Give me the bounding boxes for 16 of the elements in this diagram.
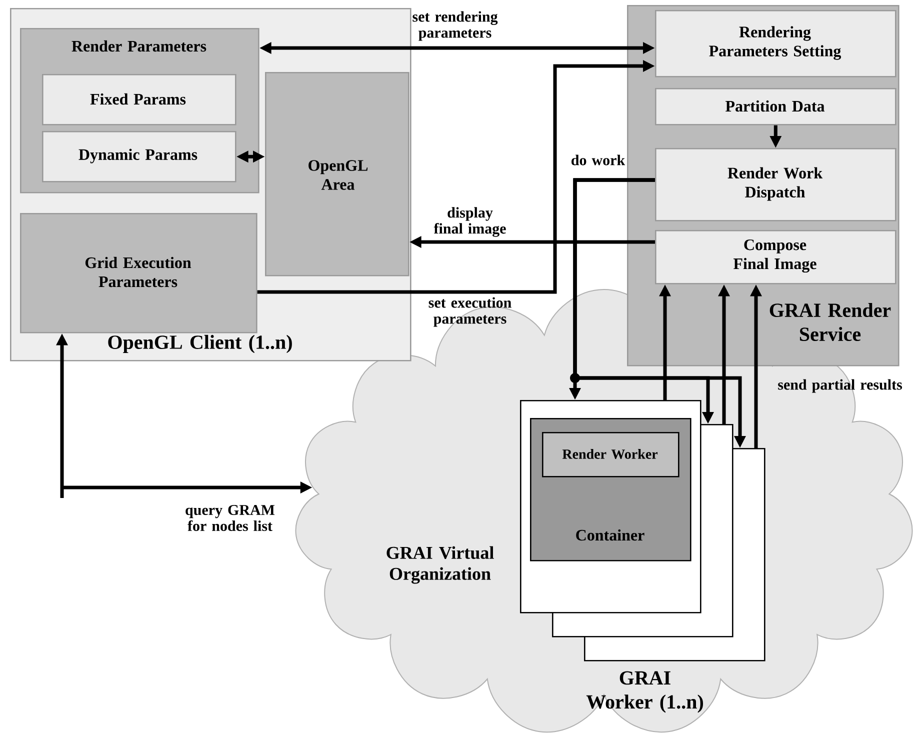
parameter-box: Grid Execution Parameters <box>20 213 258 334</box>
node-label: GRAI Worker (1..n) <box>586 671 704 713</box>
edge-label: query GRAM for nodes list <box>186 504 275 532</box>
step-box: Render Work Dispatch <box>655 148 896 222</box>
edge-label: do work <box>572 154 626 166</box>
step-box: Partition Data <box>655 88 896 126</box>
parameter-box: Dynamic Params <box>42 131 236 182</box>
edge-label: send partial results <box>778 379 902 393</box>
parameter-box: Fixed Params <box>42 74 236 126</box>
step-box: Compose Final Image <box>655 230 896 284</box>
edge-label: set execution parameters <box>428 297 512 327</box>
worker-label-box: Render Worker <box>542 432 680 478</box>
edge-label: display final image <box>434 207 506 237</box>
area-box: OpenGL Area <box>265 72 410 276</box>
edge-label: set rendering parameters <box>412 11 498 41</box>
step-box: Rendering Parameters Setting <box>655 10 896 78</box>
